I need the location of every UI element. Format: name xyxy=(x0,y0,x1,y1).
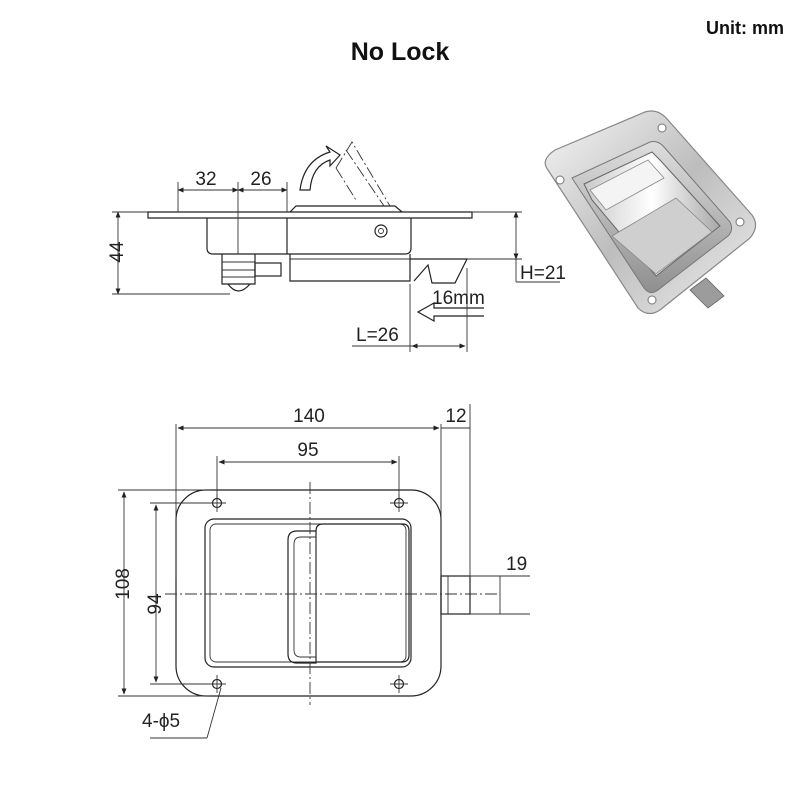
front-paddle xyxy=(315,523,410,663)
side-cam xyxy=(254,262,282,277)
side-body xyxy=(206,218,412,255)
side-pivot-icon xyxy=(374,224,388,238)
dim-44-label: 44 xyxy=(107,241,128,263)
dim-140-label: 140 xyxy=(293,406,325,427)
side-view: 32 26 44 H=21 16mm xyxy=(107,141,566,352)
rotate-arrow-icon xyxy=(299,145,341,191)
dim-94-label: 94 xyxy=(145,593,166,615)
side-handle-rotated xyxy=(335,141,391,207)
page-title: No Lock xyxy=(350,38,450,66)
side-screw-end xyxy=(227,283,251,292)
dim-l-label: L=26 xyxy=(356,325,399,346)
dim-95-label: 95 xyxy=(297,440,318,461)
dim-19-label: 19 xyxy=(506,554,527,575)
dim-h-label: H=21 xyxy=(520,263,566,284)
side-nut xyxy=(221,254,256,285)
latch-photo-icon xyxy=(544,110,757,315)
front-paddle-lip xyxy=(287,530,317,664)
front-bolt xyxy=(440,575,471,615)
dim-holes-label: 4-ϕ5 xyxy=(142,711,180,732)
dim-26-label: 26 xyxy=(250,169,271,190)
unit-label: Unit: mm xyxy=(706,18,784,38)
side-handle-top xyxy=(289,205,403,213)
dim-16mm-label: 16mm xyxy=(432,288,485,309)
side-flange xyxy=(147,211,473,219)
dim-108-label: 108 xyxy=(113,568,134,600)
dim-12-label: 12 xyxy=(445,406,466,427)
front-pan xyxy=(204,518,412,668)
front-flange xyxy=(175,489,442,697)
side-bolt xyxy=(410,258,468,284)
dim-32-label: 32 xyxy=(195,169,216,190)
front-view: 140 12 95 108 94 19 xyxy=(113,404,530,739)
side-bolt-housing xyxy=(289,254,411,282)
direction-arrow-icon xyxy=(416,301,484,323)
